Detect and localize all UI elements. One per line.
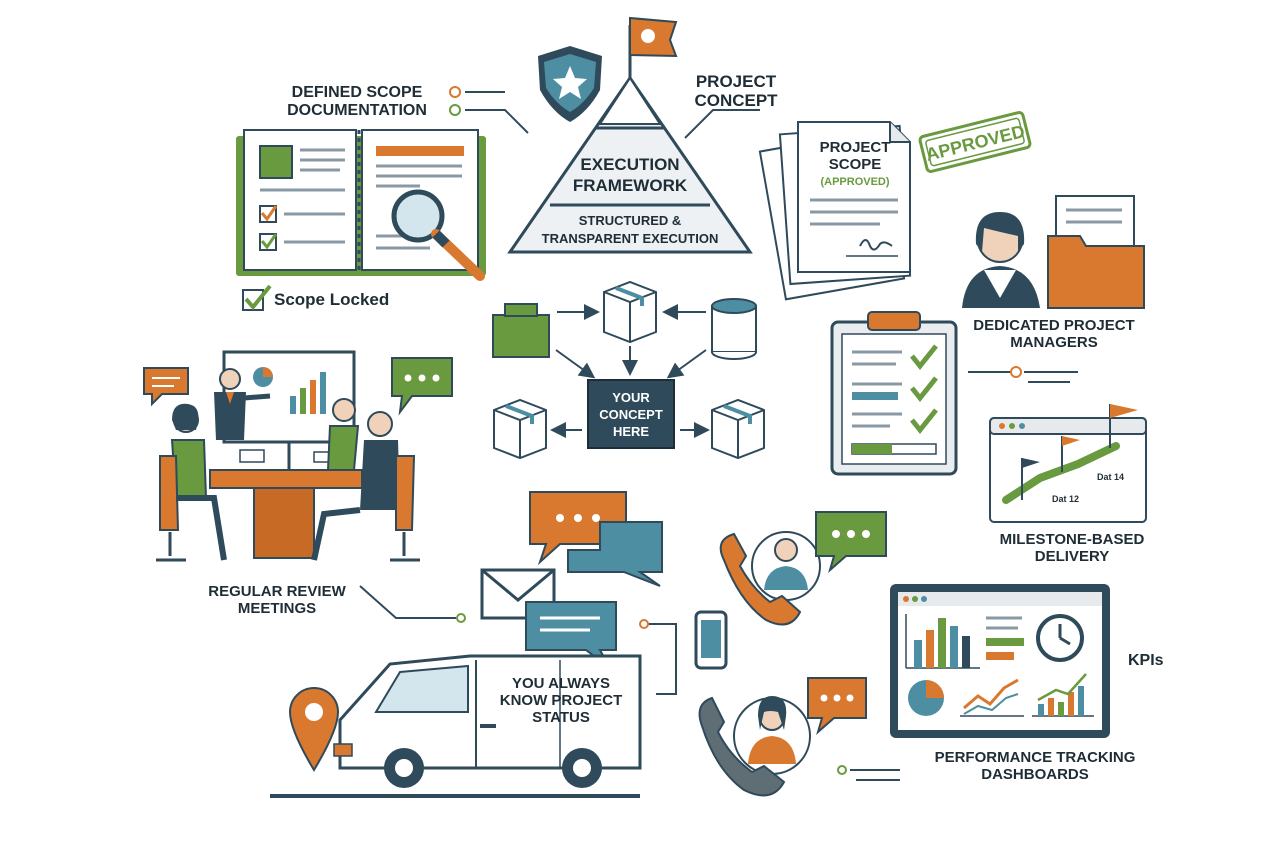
phone-contact-bottom xyxy=(698,696,811,797)
package-box-icon xyxy=(603,280,657,344)
defined-scope-label: DEFINED SCOPE DOCUMENTATION xyxy=(287,84,427,119)
scope-locked-check-icon xyxy=(242,284,272,311)
green-typing-bubble-icon xyxy=(815,511,887,573)
svg-text:STRUCTURED &: STRUCTURED & xyxy=(579,213,682,228)
concept-flow: YOUR CONCEPT HERE xyxy=(492,280,765,460)
folder-icon xyxy=(1047,195,1145,309)
typing-bubble-icon xyxy=(391,357,453,416)
teal-chat-bubble-icon xyxy=(567,521,663,587)
svg-text:CONCEPT: CONCEPT xyxy=(599,407,663,422)
milestone-day1-text: Dat 14 xyxy=(1097,472,1124,482)
pyramid-title-line2: FRAMEWORK xyxy=(573,176,688,195)
dashboards-label: PERFORMANCE TRACKING DASHBOARDS xyxy=(934,749,1136,783)
review-meeting-illustration xyxy=(156,350,420,562)
svg-text:YOUR: YOUR xyxy=(612,390,650,405)
star-shield-icon xyxy=(538,46,602,122)
phone-handset-icon xyxy=(719,532,802,626)
scope-locked-label: Scope Locked xyxy=(274,290,390,309)
approved-stamp-text: APPROVED xyxy=(924,121,1027,165)
package-box-left-icon xyxy=(493,398,547,460)
milestone-roadmap: Dat 14 Dat 12 xyxy=(989,404,1147,523)
dedicated-pm-label: DEDICATED PROJECT MANAGERS xyxy=(973,317,1135,351)
phone-handset-icon xyxy=(698,696,786,797)
svg-text:HERE: HERE xyxy=(613,424,649,439)
envelope-icon xyxy=(480,568,556,620)
phone-contact-top xyxy=(719,531,821,626)
scope-book-illustration xyxy=(236,129,486,276)
delivery-van-illustration xyxy=(270,654,642,798)
milestone-delivery-label: MILESTONE-BASED DELIVERY xyxy=(999,531,1145,565)
chat-bubble-icon xyxy=(143,367,189,407)
concept-box xyxy=(587,379,675,449)
signature-mark xyxy=(859,239,893,251)
svg-text:TRANSPARENT EXECUTION: TRANSPARENT EXECUTION xyxy=(542,231,719,246)
project-manager-avatar xyxy=(962,212,1040,308)
pyramid-title-line1: EXECUTION xyxy=(580,155,679,174)
kpis-label: KPIs xyxy=(1128,652,1164,669)
approved-small-label: (APPROVED) xyxy=(820,176,890,188)
orange-typing-bubble-icon xyxy=(807,677,867,735)
magnifier-icon xyxy=(391,189,485,281)
checklist-clipboard xyxy=(830,311,958,476)
project-concept-label: PROJECT CONCEPT xyxy=(694,72,778,111)
green-container-icon xyxy=(492,303,550,358)
project-scope-label: PROJECT SCOPE xyxy=(819,139,891,173)
location-pin-icon xyxy=(288,687,340,772)
review-meetings-label: REGULAR REVIEW MEETINGS xyxy=(208,583,346,617)
milestone-day2-text: Dat 12 xyxy=(1052,494,1079,504)
approved-stamp: APPROVED xyxy=(918,111,1032,173)
orange-chat-bubble-icon xyxy=(529,491,627,566)
performance-dashboard xyxy=(890,584,1110,738)
project-scope-document xyxy=(758,121,912,301)
package-box-right-icon xyxy=(711,398,765,460)
smartphone-icon xyxy=(694,610,728,670)
database-cylinder-icon xyxy=(711,298,757,360)
teal-message-bubble-icon xyxy=(525,601,617,669)
execution-pyramid: EXECUTION FRAMEWORK STRUCTURED & TRANSPA… xyxy=(507,16,753,254)
status-label: YOU ALWAYS KNOW PROJECT STATUS xyxy=(499,675,623,726)
